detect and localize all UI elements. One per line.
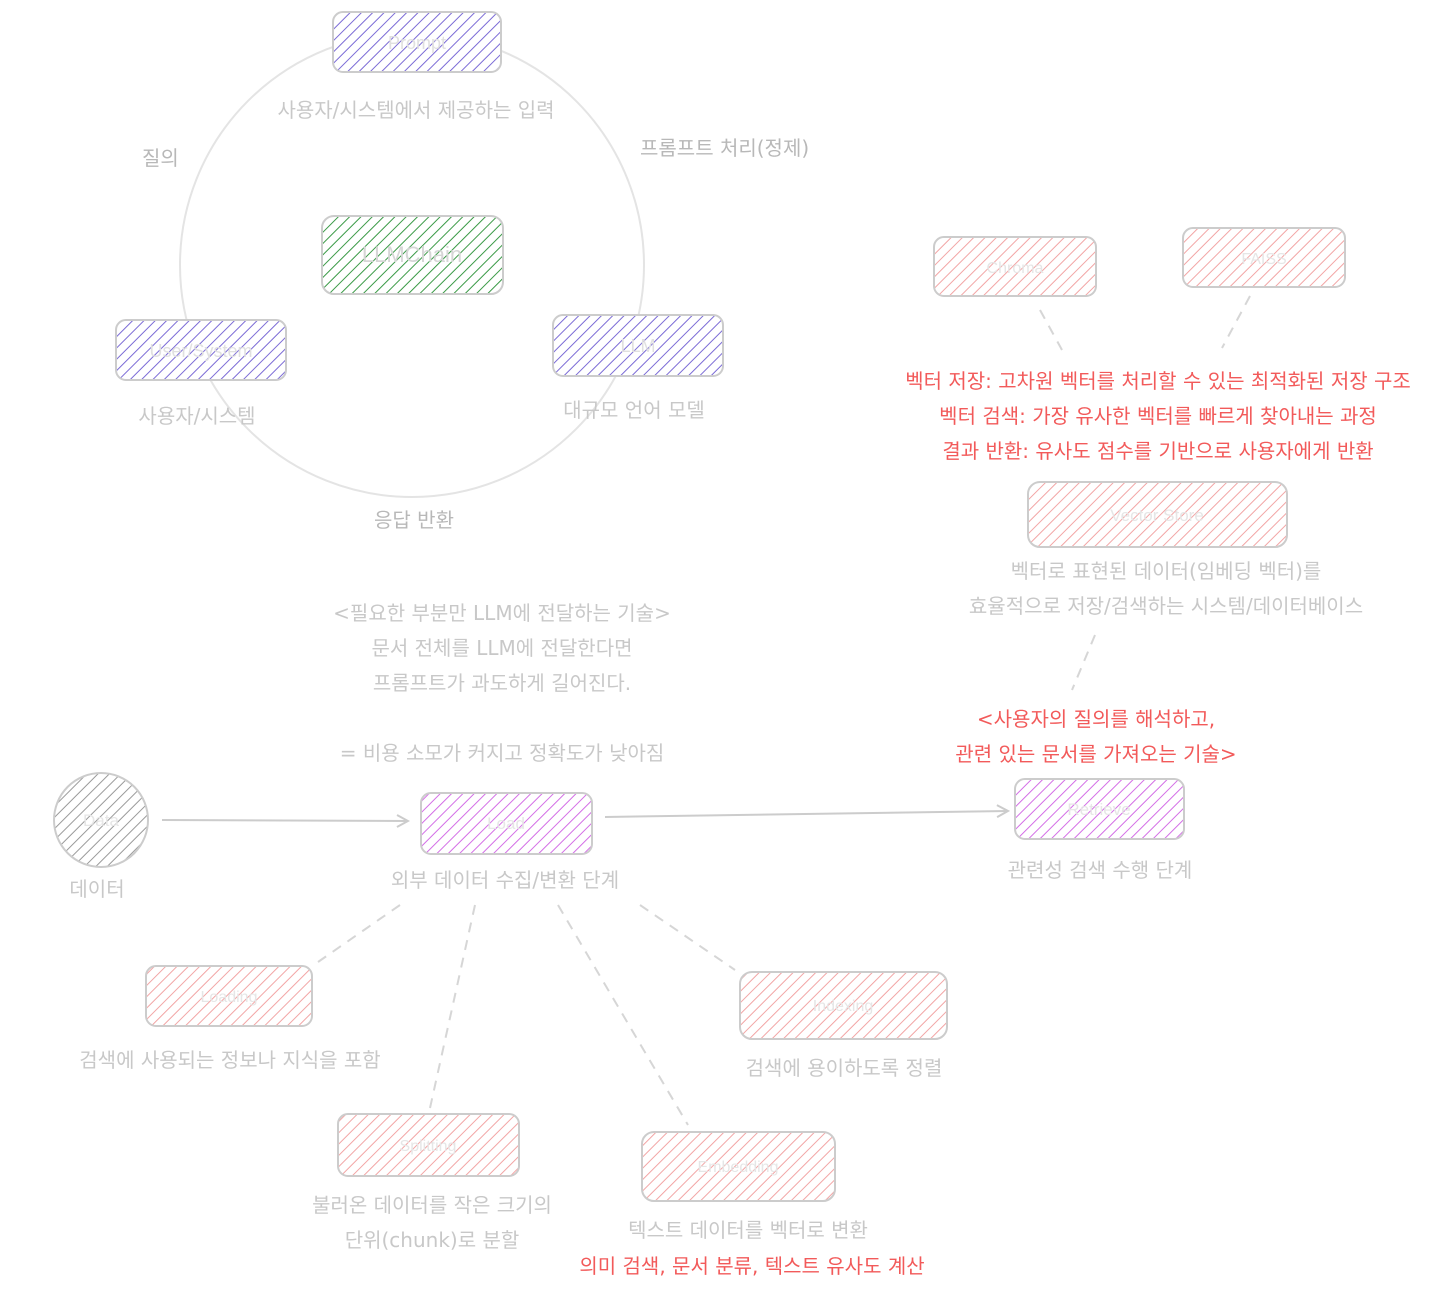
embedding-description: 텍스트 데이터를 벡터로 변환 [628, 1218, 868, 1242]
llm-node-label: LLM [620, 336, 655, 356]
connector-chroma [1039, 309, 1063, 351]
retrieve-note: <사용자의 질의를 해석하고, 관련 있는 문서를 가져오는 기술> [955, 702, 1236, 772]
rag-note-line: 문서 전체를 LLM에 전달한다면 [371, 636, 633, 660]
llmchain-node[interactable]: LLMChain [321, 215, 504, 295]
rag-note-line [333, 701, 671, 736]
embedding-node-label: Embedding [698, 1159, 779, 1176]
indexing-node[interactable]: Indexing [739, 971, 948, 1040]
splitting-node-label: Splitting [400, 1138, 457, 1155]
indexing-node-label: Indexing [813, 998, 874, 1015]
embedding-note: 의미 검색, 문서 분류, 텍스트 유사도 계산 [579, 1254, 925, 1278]
loading-node[interactable]: Loading [145, 965, 313, 1027]
vector-store-note-line: 결과 반환: 유사도 점수를 기반으로 사용자에게 반환 [942, 439, 1374, 463]
connector-faiss [1221, 295, 1251, 349]
vector-store-node[interactable]: Vector Store [1027, 481, 1288, 548]
arrow-data-to-load [161, 820, 408, 821]
data-description: 데이터 [69, 877, 125, 901]
retrieve-node-label: Retrieve [1067, 800, 1130, 819]
vector-store-note-line: 벡터 검색: 가장 유사한 벡터를 빠르게 찾아내는 과정 [939, 404, 1377, 428]
prompt-description: 사용자/시스템에서 제공하는 입력 [277, 98, 555, 122]
splitting-description: 불러온 데이터를 작은 크기의 단위(chunk)로 분할 [312, 1188, 552, 1258]
rag-note-line: = 비용 소모가 커지고 정확도가 낮아짐 [339, 741, 665, 765]
splitting-node[interactable]: Splitting [337, 1113, 520, 1177]
data-node-label: Data [83, 811, 119, 830]
llmchain-node-label: LLMChain [362, 242, 462, 267]
vector-store-node-label: Vector Store [1110, 506, 1204, 525]
user-system-description: 사용자/시스템 [138, 404, 256, 428]
splitting-description-line: 단위(chunk)로 분할 [344, 1228, 520, 1252]
user-system-node[interactable]: User/System [115, 319, 287, 381]
connector-loading [317, 904, 401, 963]
faiss-node[interactable]: FAISS [1182, 227, 1346, 288]
rag-note: <필요한 부분만 LLM에 전달하는 기술> 문서 전체를 LLM에 전달한다면… [333, 596, 671, 771]
connector-indexing [639, 904, 736, 971]
embedding-node[interactable]: Embedding [641, 1131, 836, 1202]
load-node[interactable]: Load [420, 792, 593, 855]
loading-node-label: Loading [201, 989, 258, 1006]
edge-response-label: 응답 반환 [374, 508, 454, 532]
rag-note-line: <필요한 부분만 LLM에 전달하는 기술> [333, 601, 671, 625]
prompt-node[interactable]: Prompt [332, 11, 502, 73]
chroma-node-label: Chroma [987, 260, 1044, 277]
retrieve-node[interactable]: Retrieve [1014, 778, 1185, 840]
rag-note-line: 프롬프트가 과도하게 길어진다. [372, 671, 632, 695]
edge-prompt-processing-label: 프롬프트 처리(정제) [640, 136, 810, 160]
loading-description: 검색에 사용되는 정보나 지식을 포함 [79, 1048, 381, 1072]
indexing-description: 검색에 용이하도록 정렬 [745, 1056, 943, 1080]
connector-vector-store [1071, 634, 1096, 691]
retrieve-note-line: <사용자의 질의를 해석하고, [976, 707, 1216, 731]
vector-store-description: 벡터로 표현된 데이터(임베딩 벡터)를 효율적으로 저장/검색하는 시스템/데… [969, 554, 1363, 624]
splitting-description-line: 불러온 데이터를 작은 크기의 [312, 1193, 552, 1217]
user-system-node-label: User/System [149, 341, 252, 361]
arrow-load-to-retrieve [604, 811, 1008, 817]
data-node[interactable]: Data [53, 772, 149, 868]
chroma-node[interactable]: Chroma [933, 236, 1097, 297]
faiss-node-label: FAISS [1241, 251, 1286, 268]
llm-description: 대규모 언어 모델 [563, 398, 705, 422]
vector-store-note-line: 벡터 저장: 고차원 벡터를 처리할 수 있는 최적화된 저장 구조 [905, 369, 1411, 393]
retrieve-note-line: 관련 있는 문서를 가져오는 기술> [955, 742, 1237, 766]
vector-store-note: 벡터 저장: 고차원 벡터를 처리할 수 있는 최적화된 저장 구조 벡터 검색… [905, 364, 1411, 469]
edge-query-label: 질의 [142, 146, 179, 170]
vector-store-description-line: 효율적으로 저장/검색하는 시스템/데이터베이스 [968, 594, 1364, 618]
vector-store-description-line: 벡터로 표현된 데이터(임베딩 벡터)를 [1010, 559, 1322, 583]
load-node-label: Load [487, 814, 525, 833]
connector-embedding [557, 904, 689, 1126]
retrieve-description: 관련성 검색 수행 단계 [1007, 858, 1193, 882]
prompt-node-label: Prompt [388, 33, 446, 53]
connector-splitting [429, 904, 476, 1109]
llm-node[interactable]: LLM [552, 314, 724, 377]
load-description: 외부 데이터 수집/변환 단계 [390, 868, 620, 892]
